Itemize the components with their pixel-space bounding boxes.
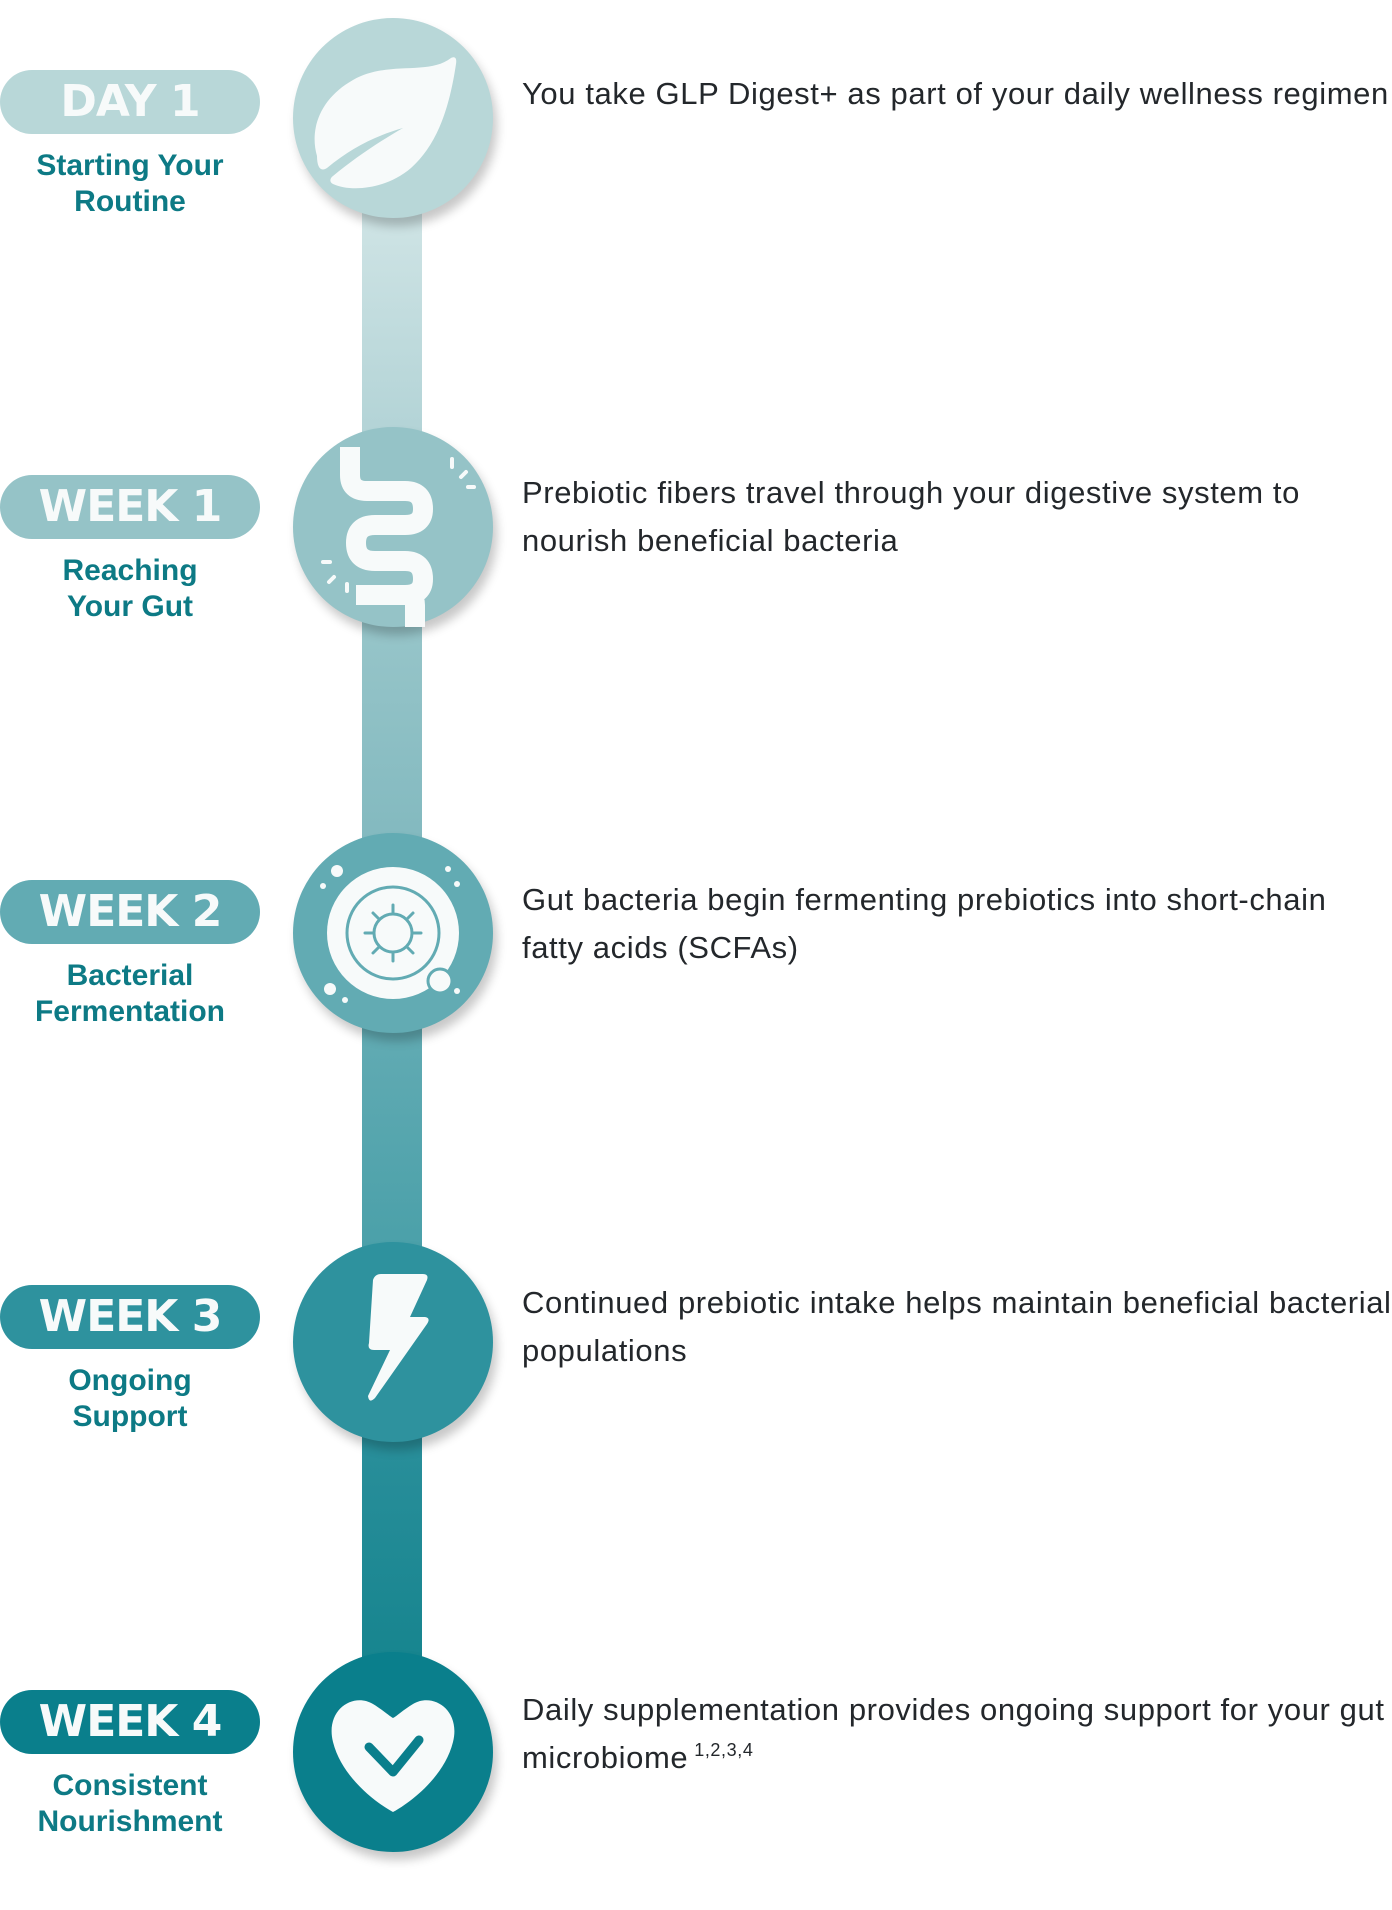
timeline-step-day-1: DAY 1 Starting Your Routine You take GLP…: [0, 18, 1392, 290]
step-icon-circle: [293, 833, 493, 1033]
step-phase-title: Consistent Nourishment: [0, 1768, 260, 1840]
step-badge: WEEK 3: [0, 1285, 260, 1349]
step-phase-title: Starting Your Routine: [0, 148, 260, 220]
step-description: You take GLP Digest+ as part of your dai…: [522, 70, 1392, 118]
timeline-connector-1: [362, 210, 422, 440]
step-phase-title: Ongoing Support: [0, 1363, 260, 1435]
citation-superscript: 1,2,3,4: [694, 1740, 754, 1760]
step-phase-title: Bacterial Fermentation: [0, 958, 260, 1030]
phase-line: Consistent: [52, 1769, 208, 1802]
step-description: Prebiotic fibers travel through your dig…: [522, 469, 1392, 565]
bacteria-fermentation-icon: [320, 865, 460, 1003]
phase-line: Routine: [74, 185, 186, 218]
description-text: Prebiotic fibers travel through your dig…: [522, 475, 1300, 558]
step-description: Gut bacteria begin fermenting prebiotics…: [522, 876, 1392, 972]
step-badge: WEEK 4: [0, 1690, 260, 1754]
timeline-step-week-4: WEEK 4 Consistent Nourishment Daily supp…: [0, 1652, 1392, 1910]
step-phase-title: Reaching Your Gut: [0, 553, 260, 625]
phase-line: Your Gut: [66, 590, 194, 623]
phase-line: Support: [72, 1400, 188, 1433]
lightning-bolt-icon: [368, 1274, 429, 1401]
timeline-step-week-1: WEEK 1 Reaching Your Gut: [0, 427, 1392, 695]
timeline-step-week-3: WEEK 3 Ongoing Support Continued prebiot…: [0, 1242, 1392, 1505]
step-icon-circle: [293, 427, 493, 627]
heart-check-icon: [331, 1700, 455, 1812]
description-text: You take GLP Digest+ as part of your dai…: [522, 76, 1389, 111]
step-description: Daily supplementation provides ongoing s…: [522, 1686, 1392, 1782]
phase-line: Reaching: [62, 554, 198, 587]
step-badge: WEEK 1: [0, 475, 260, 539]
step-description: Continued prebiotic intake helps maintai…: [522, 1279, 1392, 1375]
phase-line: Nourishment: [37, 1805, 223, 1838]
phase-line: Starting Your: [36, 149, 224, 182]
leaf-icon: [314, 57, 457, 189]
step-icon-circle: [293, 1242, 493, 1442]
description-text: Gut bacteria begin fermenting prebiotics…: [522, 882, 1327, 965]
timeline-connector-2: [362, 620, 422, 850]
phase-line: Bacterial: [66, 959, 194, 992]
step-badge: WEEK 2: [0, 880, 260, 944]
timeline-step-week-2: WEEK 2 Bacterial Fermentation: [0, 833, 1392, 1100]
phase-line: Fermentation: [34, 995, 226, 1028]
description-text: Continued prebiotic intake helps maintai…: [522, 1285, 1392, 1368]
phase-line: Ongoing: [68, 1364, 192, 1397]
description-text: Daily supplementation provides ongoing s…: [522, 1692, 1385, 1775]
timeline-connector-4: [362, 1430, 422, 1660]
intestine-icon: [321, 447, 476, 627]
step-icon-circle: [293, 18, 493, 218]
step-badge: DAY 1: [0, 70, 260, 134]
step-icon-circle: [293, 1652, 493, 1852]
timeline-connector-3: [362, 1025, 422, 1255]
